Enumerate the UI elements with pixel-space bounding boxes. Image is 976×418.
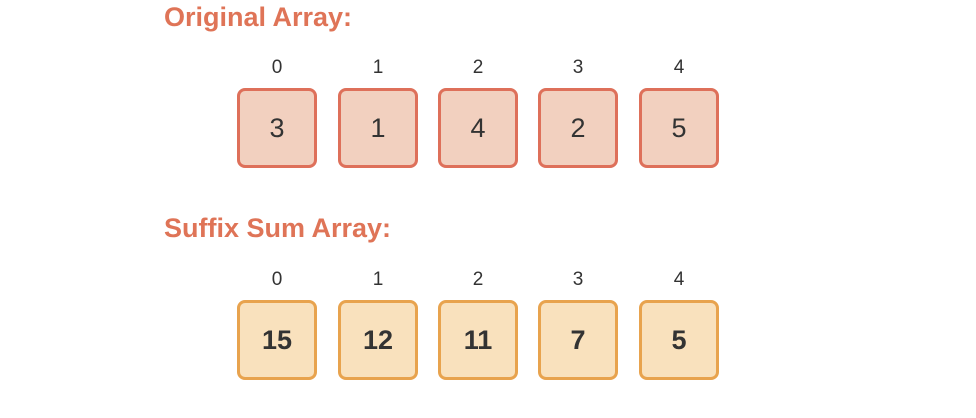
suffix-sum-array: 0 15 1 12 2 11 3 7 4 5	[237, 268, 719, 380]
array-cell: 3 7	[538, 268, 618, 380]
array-value-box: 11	[438, 300, 518, 380]
array-index-label: 0	[271, 269, 283, 290]
array-cell: 2 4	[438, 56, 518, 168]
suffix-sum-array-title: Suffix Sum Array:	[164, 213, 392, 243]
array-cell: 2 11	[438, 268, 518, 380]
original-array-title: Original Array:	[164, 2, 353, 32]
array-value-box: 15	[237, 300, 317, 380]
array-cell: 0 15	[237, 268, 317, 380]
array-value-box: 3	[237, 88, 317, 168]
array-index-label: 2	[472, 269, 484, 290]
array-cell: 1 12	[338, 268, 418, 380]
array-cell: 1 1	[338, 56, 418, 168]
array-cell: 4 5	[639, 268, 719, 380]
array-index-label: 4	[673, 57, 685, 78]
array-value-box: 5	[639, 300, 719, 380]
array-value-box: 1	[338, 88, 418, 168]
array-index-label: 4	[673, 269, 685, 290]
array-value-box: 2	[538, 88, 618, 168]
original-array: 0 3 1 1 2 4 3 2 4 5	[237, 56, 719, 168]
array-index-label: 3	[572, 269, 584, 290]
array-index-label: 3	[572, 57, 584, 78]
array-cell: 3 2	[538, 56, 618, 168]
array-cell: 4 5	[639, 56, 719, 168]
array-index-label: 2	[472, 57, 484, 78]
array-value-box: 12	[338, 300, 418, 380]
array-index-label: 1	[372, 57, 384, 78]
array-cell: 0 3	[237, 56, 317, 168]
array-index-label: 0	[271, 57, 283, 78]
array-value-box: 4	[438, 88, 518, 168]
array-value-box: 5	[639, 88, 719, 168]
array-index-label: 1	[372, 269, 384, 290]
array-value-box: 7	[538, 300, 618, 380]
